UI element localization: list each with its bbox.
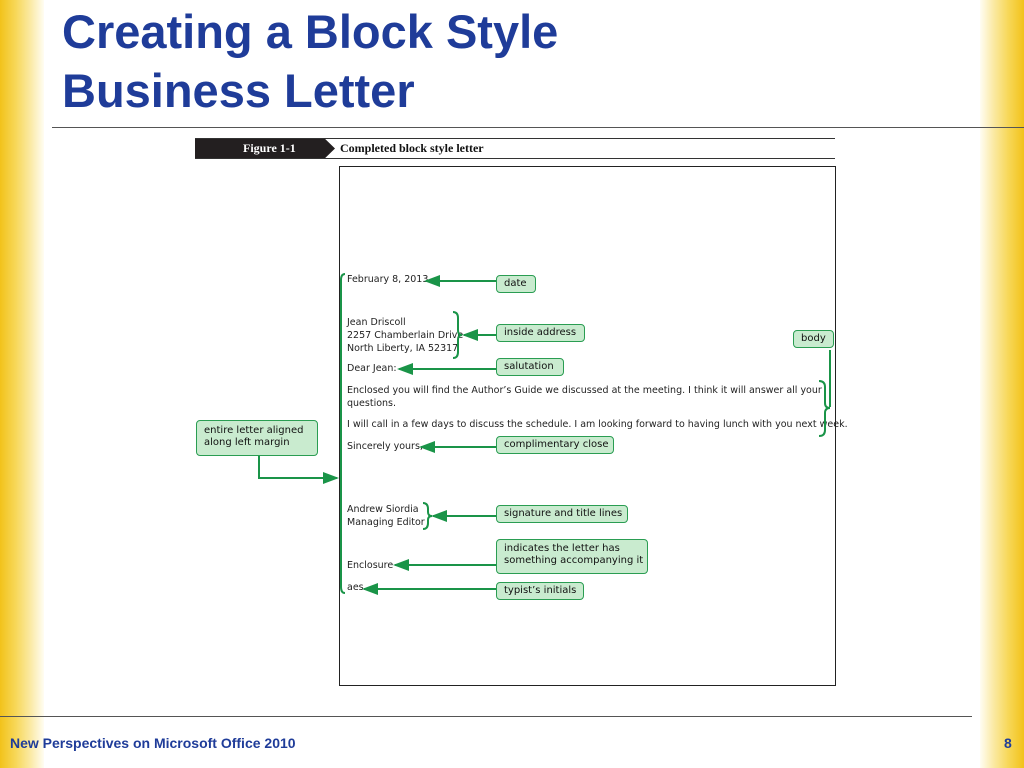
letter-initials: aes — [347, 582, 364, 593]
callout-alignment: entire letter aligned along left margin — [196, 420, 318, 456]
callout-salutation: salutation — [496, 358, 564, 376]
letter-enclosure: Enclosure — [347, 560, 394, 571]
callout-inside-address: inside address — [496, 324, 585, 342]
letter-address-street: 2257 Chamberlain Drive — [347, 330, 464, 341]
letter-body-p2: I will call in a few days to discuss the… — [347, 419, 848, 430]
page-number: 8 — [1004, 735, 1012, 751]
figure-bottom-rule — [195, 158, 835, 159]
right-decorative-bar — [980, 0, 1024, 768]
letter-address-name: Jean Driscoll — [347, 317, 406, 328]
letter-page — [339, 166, 836, 686]
callout-alignment-line-2: along left margin — [204, 437, 290, 448]
callout-complimentary-close: complimentary close — [496, 436, 614, 454]
left-margin-bracket — [340, 273, 346, 594]
body-bracket — [818, 380, 831, 437]
letter-signer-title: Managing Editor — [347, 517, 425, 528]
callout-body: body — [793, 330, 834, 348]
title-divider — [52, 127, 1024, 128]
left-decorative-bar — [0, 0, 44, 768]
letter-date: February 8, 2013 — [347, 274, 429, 285]
callout-enclosure-line-2: something accompanying it — [504, 555, 644, 566]
callout-alignment-line-1: entire letter aligned — [204, 425, 304, 436]
slide-title: Creating a Block Style Business Letter — [62, 2, 558, 120]
letter-address-city: North Liberty, IA 52317 — [347, 343, 459, 354]
alignment-arrow — [258, 456, 339, 484]
callout-initials: typist’s initials — [496, 582, 584, 600]
footer-text: New Perspectives on Microsoft Office 201… — [10, 735, 296, 751]
callout-enclosure: indicates the letter has something accom… — [496, 539, 648, 574]
slide-title-line-2: Business Letter — [62, 64, 415, 117]
callout-date: date — [496, 275, 536, 293]
footer-divider — [0, 716, 972, 717]
figure-top-rule — [195, 138, 835, 139]
figure-number: Figure 1-1 — [243, 141, 296, 155]
letter-close: Sincerely yours, — [347, 441, 423, 452]
letter-signer-name: Andrew Siordia — [347, 504, 419, 515]
letter-body-p1-line1: Enclosed you will find the Author’s Guid… — [347, 385, 822, 396]
figure-label-tab — [195, 139, 335, 158]
letter-salutation: Dear Jean: — [347, 363, 397, 374]
callout-signature: signature and title lines — [496, 505, 628, 523]
slide-title-line-1: Creating a Block Style — [62, 5, 559, 58]
signature-bracket — [422, 502, 433, 530]
address-bracket — [452, 311, 463, 359]
letter-body-p1-line2: questions. — [347, 398, 397, 409]
callout-enclosure-line-1: indicates the letter has — [504, 543, 620, 554]
figure-caption: Completed block style letter — [340, 141, 484, 155]
